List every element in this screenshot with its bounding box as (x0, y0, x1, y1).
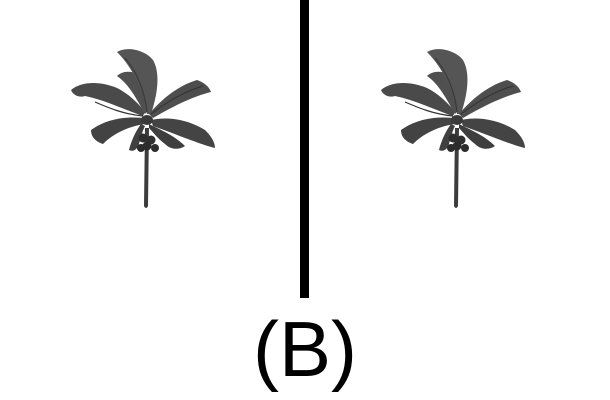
option-label: (B) (253, 305, 357, 393)
right-panel (310, 0, 610, 300)
banana-tree-icon (65, 40, 225, 215)
left-panel (0, 0, 300, 300)
banana-tree-icon (375, 40, 535, 215)
vertical-divider (300, 0, 309, 298)
